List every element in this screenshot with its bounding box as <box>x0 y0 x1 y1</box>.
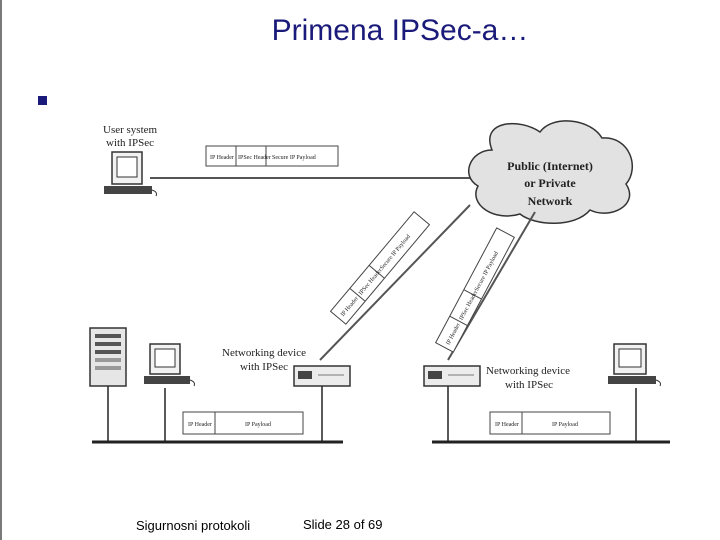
right-networking-device-icon <box>423 365 481 387</box>
left-lan-computer-icon <box>144 343 195 387</box>
packet-plain-right: IP Header IP Payload <box>489 411 611 435</box>
packet-top-ip-header: IP Header <box>210 155 234 161</box>
slide-frame-left-border <box>0 0 2 540</box>
left-networking-device-icon <box>293 365 351 387</box>
footer-course-title: Sigurnosni protokoli <box>136 518 251 533</box>
cloud-network-icon: Public (Internet) or Private Network <box>467 120 634 224</box>
device-right-label-2: with IPSec <box>505 379 553 391</box>
bullet-square-icon <box>38 96 47 105</box>
user-system-label-2: with IPSec <box>106 137 154 149</box>
packet-left-plain-ip-header: IP Header <box>188 422 212 428</box>
packet-secure-top: IP Header IPSec Header Secure IP Payload <box>205 145 339 167</box>
packet-left-plain-ip-payload: IP Payload <box>245 422 271 428</box>
packet-top-secure-payload: Secure IP Payload <box>272 155 316 161</box>
cloud-label-2: or Private <box>524 176 576 190</box>
packet-right-plain-ip-payload: IP Payload <box>552 422 578 428</box>
cloud-label-1: Public (Internet) <box>507 159 593 173</box>
right-lan-computer-icon <box>608 343 661 387</box>
user-system-label-1: User system <box>103 124 158 136</box>
server-tower-icon <box>89 327 127 387</box>
device-left-label-2: with IPSec <box>240 361 288 373</box>
left-diagonal-link <box>319 204 471 361</box>
user-computer-icon <box>104 151 157 197</box>
packet-secure-left-diagonal: IP Header IPSec Header Secure IP Payload <box>329 211 431 325</box>
footer-slide-number: Slide 28 of 69 <box>303 517 383 532</box>
device-left-label-1: Networking device <box>222 347 306 359</box>
device-right-label-1: Networking device <box>486 365 570 377</box>
packet-right-plain-ip-header: IP Header <box>495 422 519 428</box>
slide-title: Primena IPSec-a… <box>271 14 529 47</box>
packet-plain-left: IP Header IP Payload <box>182 411 304 435</box>
packet-secure-right-diagonal: IP Header IPSec Header Secure IP Payload <box>434 227 516 353</box>
cloud-label-3: Network <box>528 194 573 208</box>
packet-top-ipsec-header: IPSec Header <box>238 155 271 161</box>
